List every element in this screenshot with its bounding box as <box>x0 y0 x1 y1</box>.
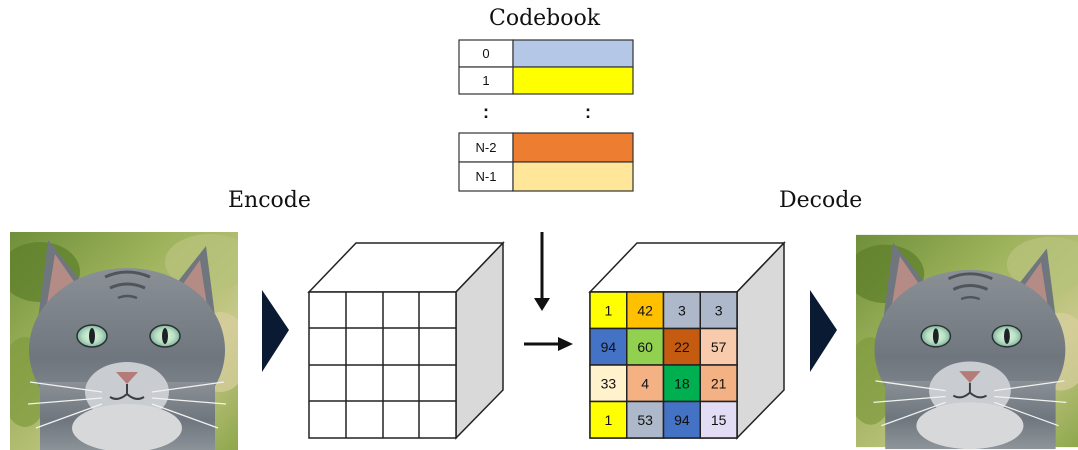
code-cell <box>699 400 738 439</box>
codebook-down-arrow-icon <box>534 232 550 311</box>
code-cell <box>699 327 738 366</box>
code-cell-value: 57 <box>711 339 727 355</box>
decode-label: Decode <box>779 188 863 213</box>
code-cell-value: 60 <box>637 339 653 355</box>
code-cell-value: 1 <box>604 412 612 428</box>
code-cell <box>589 400 628 439</box>
code-cell <box>589 364 628 403</box>
code-cell-value: 21 <box>711 375 727 391</box>
codebook-index-n-1: N-1 <box>476 169 497 184</box>
codebook-color-1 <box>512 66 634 95</box>
code-cell-value: 4 <box>641 375 649 391</box>
code-cell <box>662 291 701 330</box>
input-image <box>10 232 238 450</box>
encode-label: Encode <box>228 188 311 213</box>
code-cell-value: 3 <box>678 302 686 318</box>
codebook-ellipsis-right: : <box>585 102 591 122</box>
decode-arrow-icon <box>810 290 837 372</box>
code-cell <box>662 400 701 439</box>
codebook-index-0: 0 <box>482 46 489 61</box>
feature-cube <box>307 241 505 440</box>
codebook-ellipsis-left: : <box>483 102 489 122</box>
code-cell-value: 94 <box>674 412 690 428</box>
encode-arrow-icon <box>262 290 289 372</box>
code-cell <box>626 400 665 439</box>
output-image <box>856 233 1078 450</box>
code-cell-value: 22 <box>674 339 690 355</box>
codebook-index-n-2: N-2 <box>476 140 497 155</box>
code-cell-value: 42 <box>637 302 653 318</box>
code-cell-value: 18 <box>674 375 690 391</box>
code-cell-value: 94 <box>601 339 617 355</box>
code-cell <box>699 364 738 403</box>
codebook-table <box>458 39 634 192</box>
code-cell-value: 33 <box>601 375 617 391</box>
codebook-color-n-1 <box>512 161 634 192</box>
code-cell-value: 1 <box>604 302 612 318</box>
quantize-right-arrow-icon <box>524 337 573 351</box>
codebook-index-1: 1 <box>482 73 489 88</box>
code-cell <box>626 291 665 330</box>
codebook-title: Codebook <box>489 6 601 31</box>
code-cell-value: 53 <box>637 412 653 428</box>
code-cell-value: 3 <box>715 302 723 318</box>
codebook-color-n-2 <box>512 132 634 163</box>
code-cell-value: 15 <box>711 412 727 428</box>
codebook-color-0 <box>512 39 634 68</box>
